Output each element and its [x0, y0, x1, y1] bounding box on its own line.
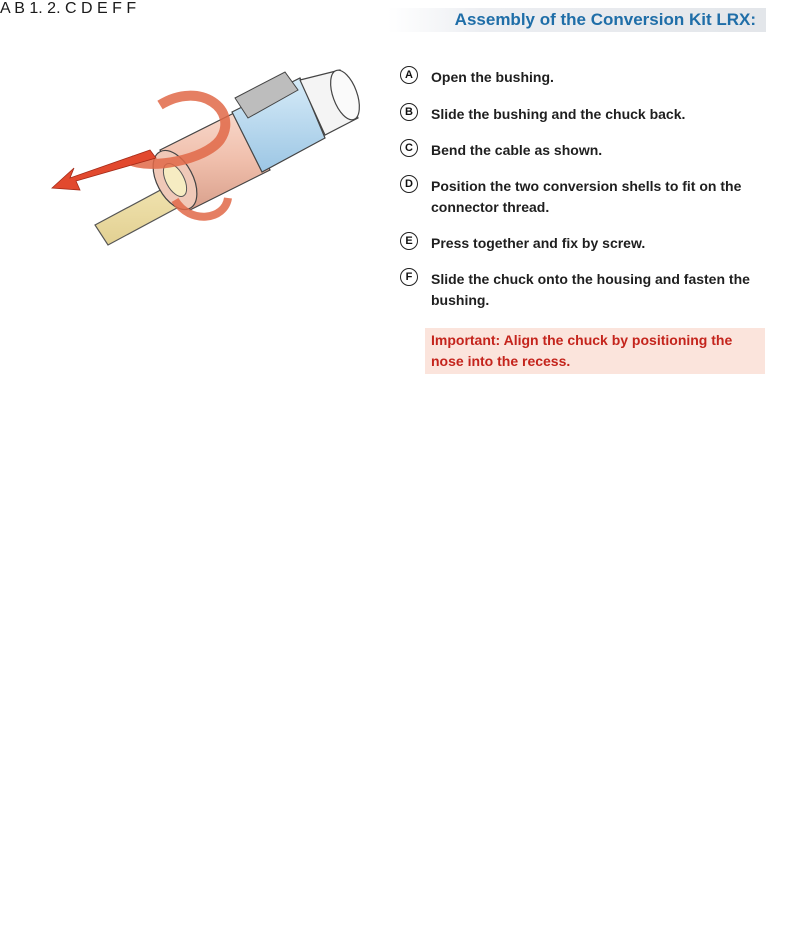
figure-a [52, 66, 365, 245]
